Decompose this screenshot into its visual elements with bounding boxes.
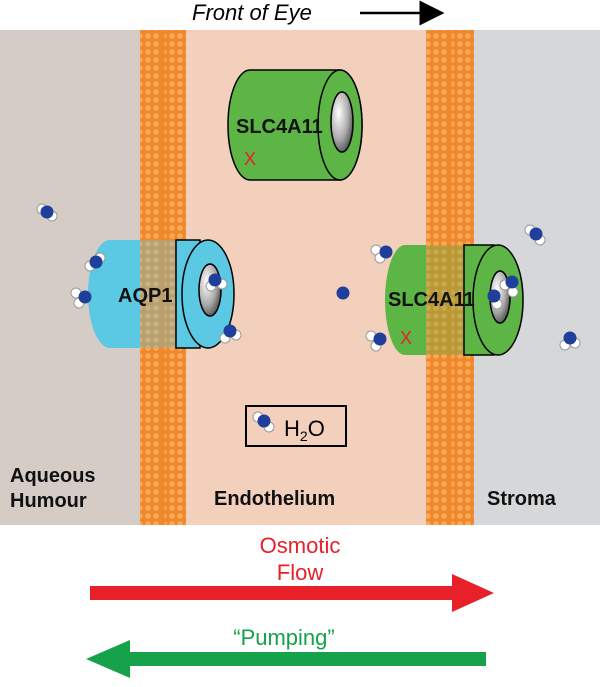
pumping-label: “Pumping” xyxy=(233,625,334,650)
water-molecule xyxy=(524,224,546,246)
water-molecule xyxy=(365,330,387,352)
h2o-legend-box xyxy=(245,405,347,447)
water-molecule xyxy=(370,244,393,264)
h2o-legend-molecule-icon xyxy=(252,411,275,433)
water-molecule xyxy=(84,252,106,272)
h2o-legend-label: H2O xyxy=(284,416,325,444)
osmotic-label-line2: Flow xyxy=(277,560,324,585)
aqueous-label-line2: Humour xyxy=(10,490,87,512)
slc4a11-top-label: SLC4A11 xyxy=(236,116,323,138)
water-molecule xyxy=(205,273,228,292)
slc4a11-top-x-mark: X xyxy=(244,149,256,169)
water-molecule xyxy=(559,331,581,351)
endothelium-label: Endothelium xyxy=(214,488,335,510)
osmotic-label-line1: Osmotic xyxy=(260,533,341,558)
slc4a11-top-transporter xyxy=(227,69,363,181)
osmotic-flow-arrow xyxy=(90,574,494,612)
water-molecule xyxy=(36,203,58,222)
aqueous-label-line1: Aqueous xyxy=(10,465,96,487)
stroma-label: Stroma xyxy=(487,488,557,510)
slc4a11-right-x-mark: X xyxy=(400,328,412,348)
water-molecule xyxy=(219,324,242,344)
water-molecule xyxy=(336,286,350,300)
pumping-arrow xyxy=(86,640,486,678)
aqp1-label: AQP1 xyxy=(118,285,172,307)
slc4a11-right-label: SLC4A11 xyxy=(388,289,475,311)
water-molecule xyxy=(70,287,92,309)
water-molecule xyxy=(487,289,503,310)
front-of-eye-label: Front of Eye xyxy=(192,0,312,25)
water-molecule xyxy=(499,275,519,298)
